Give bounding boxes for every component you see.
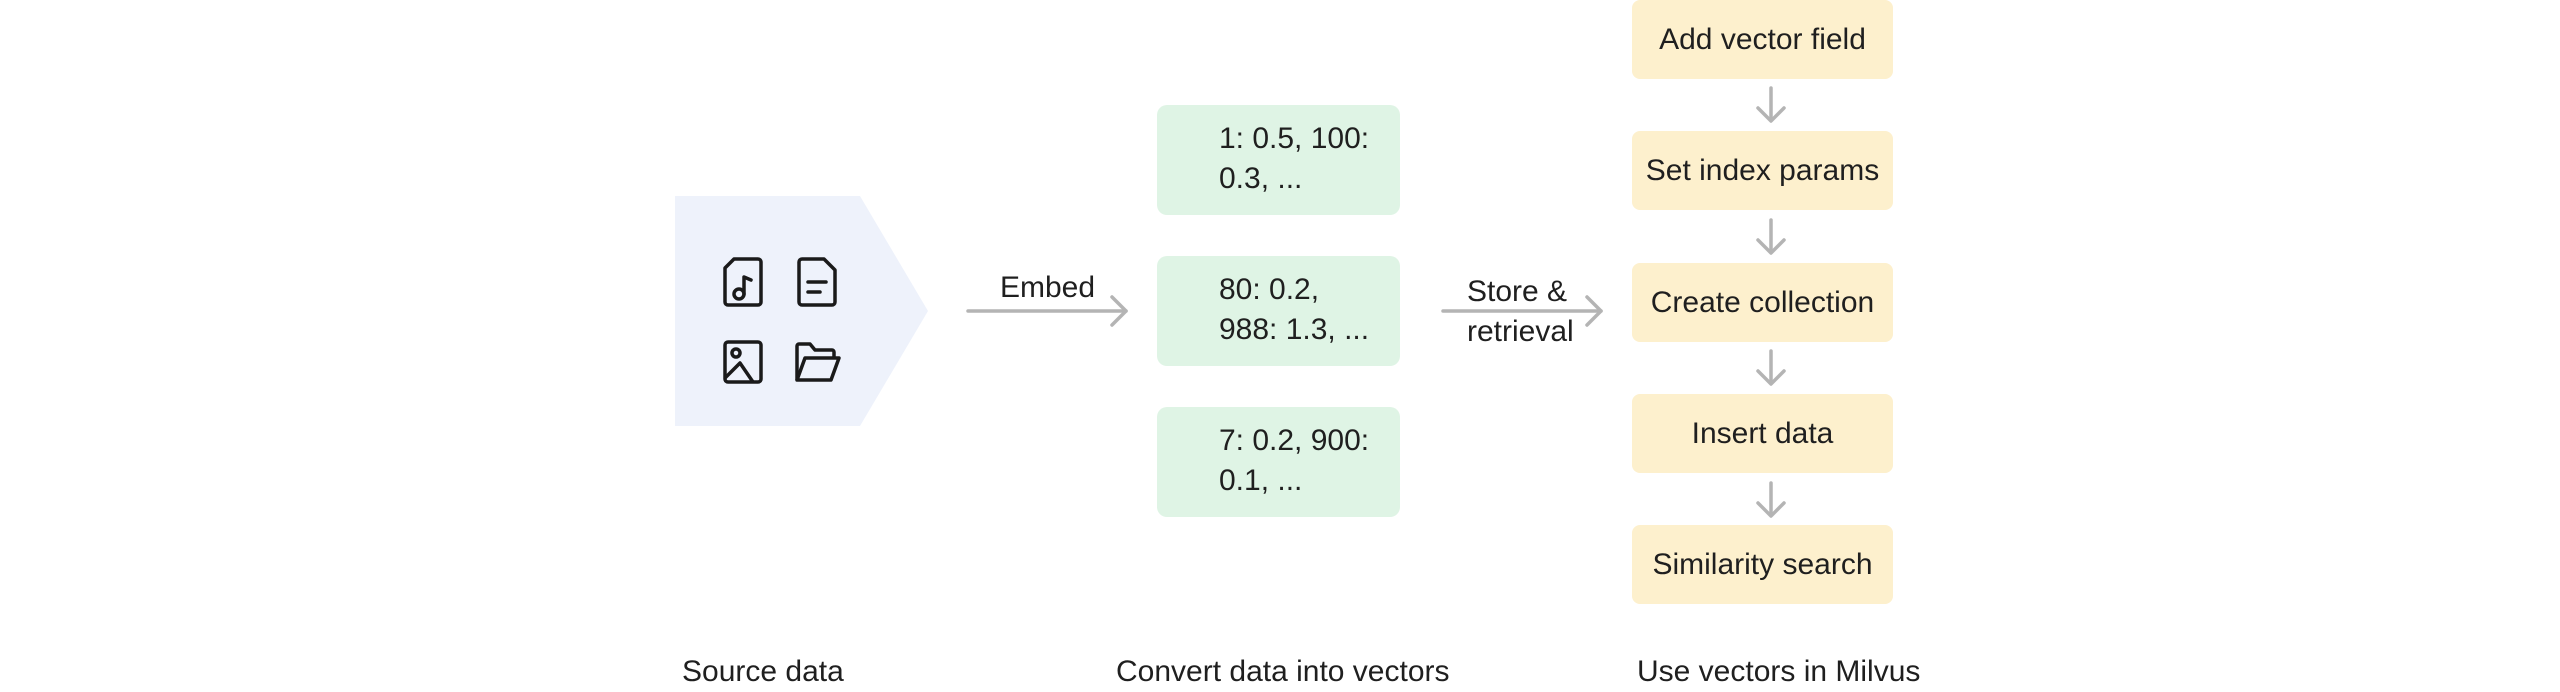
document-file-icon (797, 257, 837, 307)
vector-box-2: 80: 0.2, 988: 1.3, ... (1157, 256, 1400, 366)
step-insert-data: Insert data (1632, 394, 1893, 473)
embed-label: Embed (1000, 271, 1096, 304)
source-data-caption: Source data (682, 655, 844, 688)
milvus-caption: Use vectors in Milvus (1637, 655, 1921, 688)
folder-open-icon (795, 342, 841, 382)
vector-box-3: 7: 0.2, 900: 0.1, ... (1157, 407, 1400, 517)
vector-box-1: 1: 0.5, 100: 0.3, ... (1157, 105, 1400, 215)
audio-file-icon (723, 257, 763, 307)
image-icon (723, 340, 763, 384)
store-retrieval-label: Store & retrieval (1467, 275, 1574, 348)
step-create-collection: Create collection (1632, 263, 1893, 342)
vectors-caption: Convert data into vectors (1116, 655, 1450, 688)
step-similarity-search: Similarity search (1632, 525, 1893, 604)
step-set-index-params: Set index params (1632, 131, 1893, 210)
step-add-vector-field: Add vector field (1632, 0, 1893, 79)
